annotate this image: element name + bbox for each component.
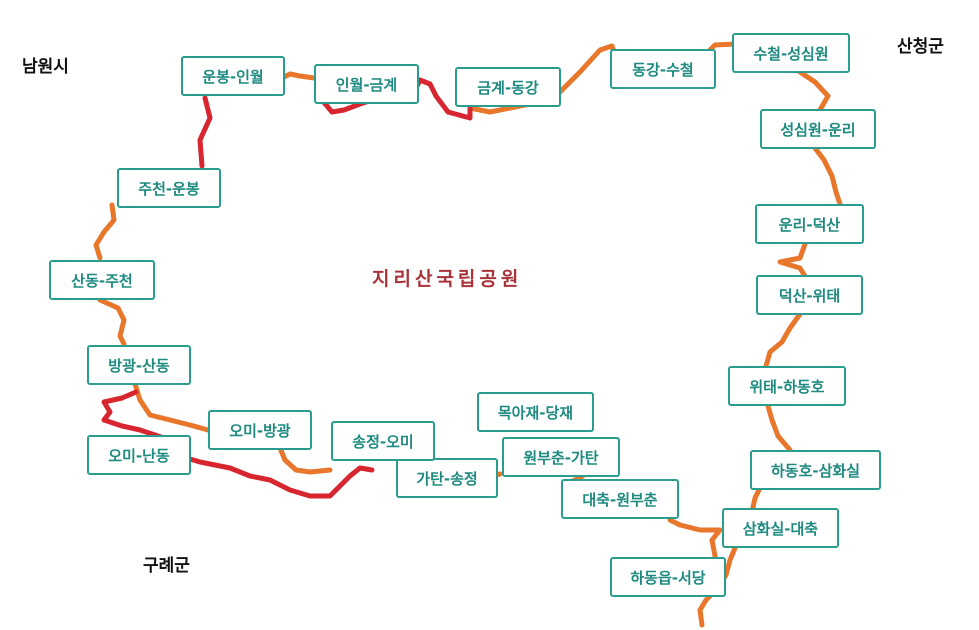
route-segment-sandong-banggwang	[97, 297, 127, 347]
region-label-namwon: 남원시	[22, 57, 69, 77]
route-segment-unbong-inwol-red	[197, 95, 213, 169]
section-label-gatan-songjeong[interactable]: 가탄-송정	[396, 458, 498, 498]
section-label-witae-hadongho[interactable]: 위태-하동호	[728, 366, 846, 406]
section-label-sandong-jucheon[interactable]: 산동-주천	[49, 260, 155, 300]
section-label-omi-banggwang[interactable]: 오미-방광	[208, 410, 312, 450]
trail-route-orange	[93, 41, 843, 628]
section-label-inwol-geumgye[interactable]: 인월-금계	[314, 64, 419, 104]
section-label-geumgye-donggang[interactable]: 금계-동강	[455, 67, 561, 107]
route-segment-jucheon-sandong	[93, 202, 117, 261]
section-label-hadongeup-seodang[interactable]: 하동읍-서당	[610, 557, 726, 597]
section-label-seongsimwon-unri[interactable]: 성심원-운리	[760, 109, 876, 149]
park-name: 지리산국립공원	[372, 268, 523, 290]
section-label-deoksan-witae[interactable]: 덕산-위태	[756, 275, 863, 315]
section-label-songjeong-omi[interactable]: 송정-오미	[331, 421, 435, 461]
section-label-hadongho-samhwasil[interactable]: 하동호-삼화실	[750, 450, 881, 490]
route-segment-east-ridge	[697, 69, 843, 628]
section-label-donggang-sucheol[interactable]: 동강-수철	[610, 49, 716, 89]
section-label-unri-deoksan[interactable]: 운리-덕산	[755, 204, 864, 244]
section-label-jucheon-unbong[interactable]: 주천-운봉	[117, 168, 221, 208]
route-segment-unbong-inwol	[279, 71, 317, 81]
region-label-sancheong: 산청군	[897, 37, 944, 57]
section-label-daechuk-wonbuchun[interactable]: 대축-원부춘	[561, 479, 679, 519]
region-label-gurye: 구례군	[143, 556, 190, 576]
section-label-samhwasil-daechuk[interactable]: 삼화실-대축	[722, 508, 839, 548]
route-segment-omi-banggwang	[132, 381, 211, 433]
section-label-mokajae-dangjae[interactable]: 목아재-당재	[477, 392, 594, 432]
section-label-banggwang-sandong[interactable]: 방광-산동	[87, 345, 191, 385]
route-segment-songjeong-omi	[277, 445, 333, 475]
route-segment-south	[667, 517, 723, 559]
route-segment-omi-nando-red	[101, 389, 375, 499]
section-label-omi-nando[interactable]: 오미-난동	[87, 435, 191, 475]
section-label-sucheol-seongsimwon[interactable]: 수철-성심원	[732, 33, 850, 73]
section-label-wonbuchun-gatan[interactable]: 원부춘-가탄	[502, 437, 620, 477]
section-label-unbong-inwol[interactable]: 운봉-인월	[181, 56, 285, 96]
